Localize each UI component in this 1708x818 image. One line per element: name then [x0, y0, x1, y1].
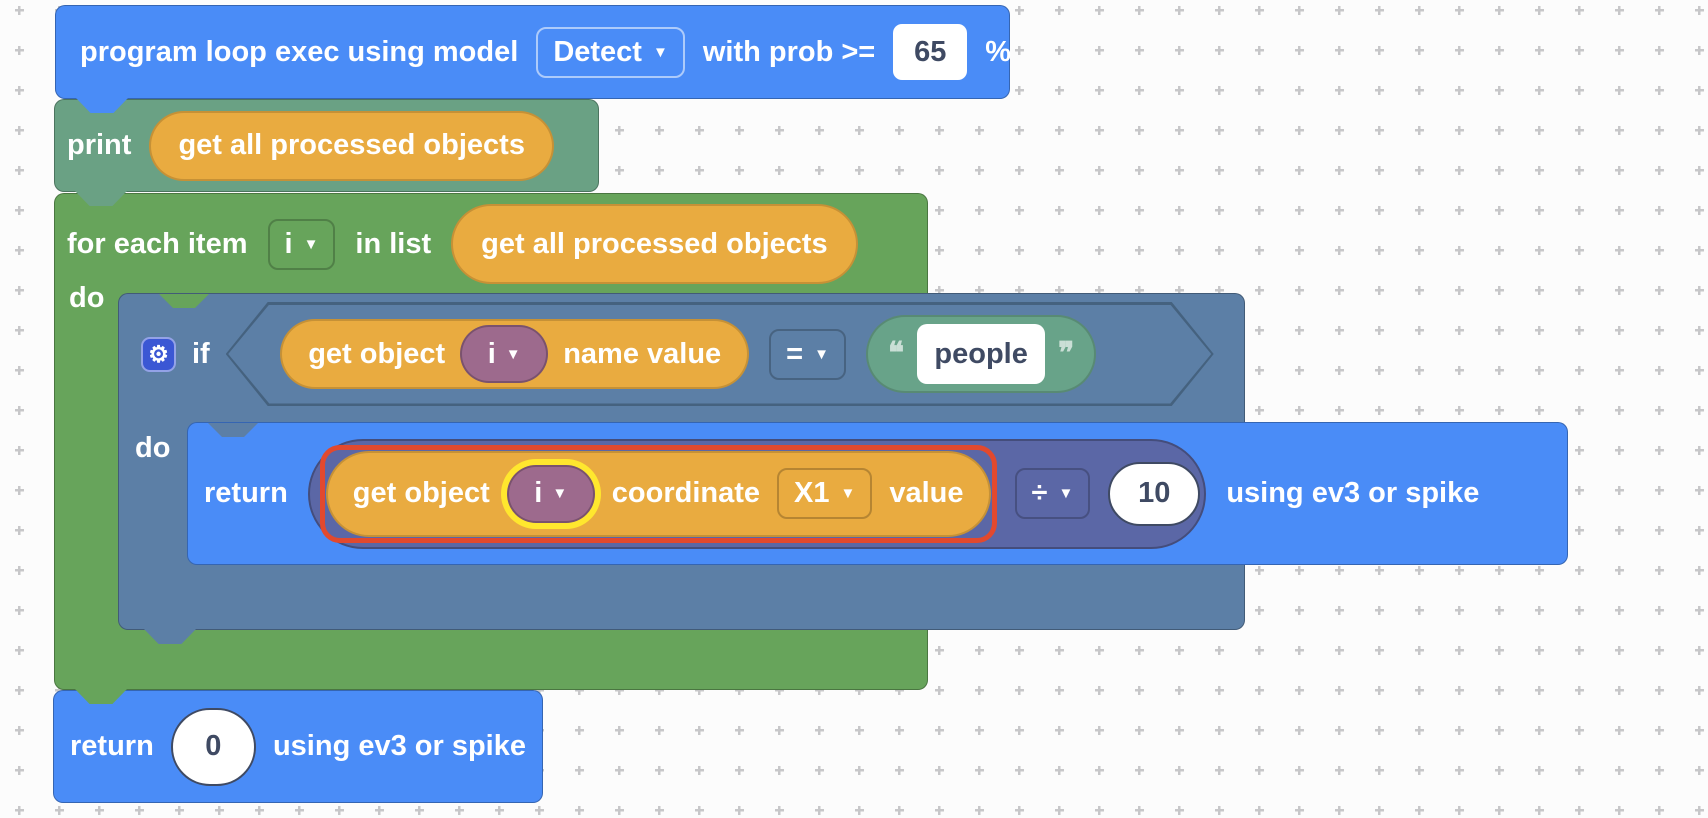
program-loop-block[interactable]: program loop exec using model Detect ▼ w… — [55, 5, 1012, 113]
return-value: 0 — [205, 730, 222, 762]
statement-connector-tab — [159, 294, 209, 308]
compare-block[interactable]: get object i ▼ name value = ▼ ❝ — [226, 302, 1214, 406]
return-label: return — [204, 477, 288, 509]
chevron-down-icon: ▼ — [505, 345, 521, 363]
return-label: return — [70, 730, 154, 762]
gear-icon[interactable]: ⚙ — [141, 336, 176, 372]
pill-label: get object — [352, 477, 490, 509]
foreach-label: for each item — [67, 227, 248, 260]
compare-operator-dropdown[interactable]: = ▼ — [769, 329, 846, 380]
string-people-block[interactable]: ❝ people ❞ — [866, 315, 1096, 393]
loop-var-value: i — [284, 227, 293, 260]
get-object-name-pill[interactable]: get object i ▼ name value — [280, 319, 749, 389]
get-all-processed-objects-pill[interactable]: get all processed objects — [451, 204, 858, 284]
divisor-input[interactable]: 10 — [1108, 461, 1201, 526]
program-label: program loop exec using model — [80, 35, 519, 68]
string-input[interactable]: people — [917, 324, 1045, 384]
pill-label: get object — [308, 337, 446, 370]
variable-value: i — [487, 337, 496, 370]
next-connector-tab — [76, 98, 128, 113]
chevron-down-icon: ▼ — [552, 485, 568, 502]
operator-value: = — [786, 337, 804, 370]
pill-label: name value — [563, 337, 722, 370]
variable-value: i — [534, 477, 543, 509]
pill-label: get all processed objects — [481, 227, 828, 260]
loop-var-dropdown[interactable]: i ▼ — [267, 218, 336, 270]
prob-label: with prob >= — [702, 35, 876, 68]
get-object-coordinate-pill[interactable]: get object i ▼ coordinate X1 ▼ value — [325, 450, 991, 537]
coordinate-value: X1 — [794, 477, 830, 509]
open-quote-icon: ❝ — [887, 337, 905, 370]
print-label: print — [67, 129, 132, 161]
model-dropdown[interactable]: Detect ▼ — [536, 26, 685, 78]
return-expression-block[interactable]: return get object i ▼ coordinate X1 ▼ — [187, 422, 1568, 565]
next-connector-tab — [144, 629, 196, 644]
do-label: do — [135, 432, 171, 464]
chevron-down-icon: ▼ — [840, 485, 856, 502]
string-value: people — [934, 337, 1028, 370]
prob-input[interactable]: 65 — [893, 24, 968, 80]
next-connector-tab — [75, 191, 127, 206]
operator-value: ÷ — [1031, 477, 1048, 509]
chevron-down-icon: ▼ — [1058, 485, 1074, 502]
model-dropdown-value: Detect — [553, 35, 642, 68]
variable-i-pill[interactable]: i ▼ — [506, 464, 595, 523]
math-operator-dropdown[interactable]: ÷ ▼ — [1014, 468, 1091, 519]
close-quote-icon: ❞ — [1058, 337, 1075, 370]
statement-connector-tab — [208, 423, 258, 437]
using-label: using ev3 or spike — [1226, 477, 1480, 509]
chevron-down-icon: ▼ — [303, 235, 319, 253]
in-list-label: in list — [355, 227, 432, 260]
pill-label: value — [889, 477, 964, 509]
chevron-down-icon: ▼ — [814, 345, 829, 363]
coordinate-dropdown[interactable]: X1 ▼ — [777, 468, 873, 519]
prob-value: 65 — [914, 35, 947, 68]
divisor-value: 10 — [1138, 477, 1171, 509]
pill-label: get all processed objects — [178, 129, 525, 161]
selection-highlight: get object i ▼ coordinate X1 ▼ value — [319, 444, 997, 543]
using-label: using ev3 or spike — [272, 730, 526, 762]
chevron-down-icon: ▼ — [652, 43, 668, 61]
get-all-processed-objects-pill[interactable]: get all processed objects — [149, 110, 554, 181]
next-connector-tab — [75, 689, 127, 704]
do-label: do — [69, 282, 105, 314]
return-zero-block[interactable]: return 0 using ev3 or spike — [53, 690, 543, 803]
return-value-input[interactable]: 0 — [170, 707, 256, 786]
percent-label: % — [985, 35, 1012, 68]
divide-block[interactable]: get object i ▼ coordinate X1 ▼ value — [307, 438, 1207, 549]
variable-i-pill[interactable]: i ▼ — [460, 325, 548, 383]
pill-label: coordinate — [611, 477, 761, 509]
if-label: if — [192, 337, 210, 370]
gear-glyph: ⚙ — [148, 340, 169, 367]
print-block[interactable]: print get all processed objects — [54, 99, 599, 206]
